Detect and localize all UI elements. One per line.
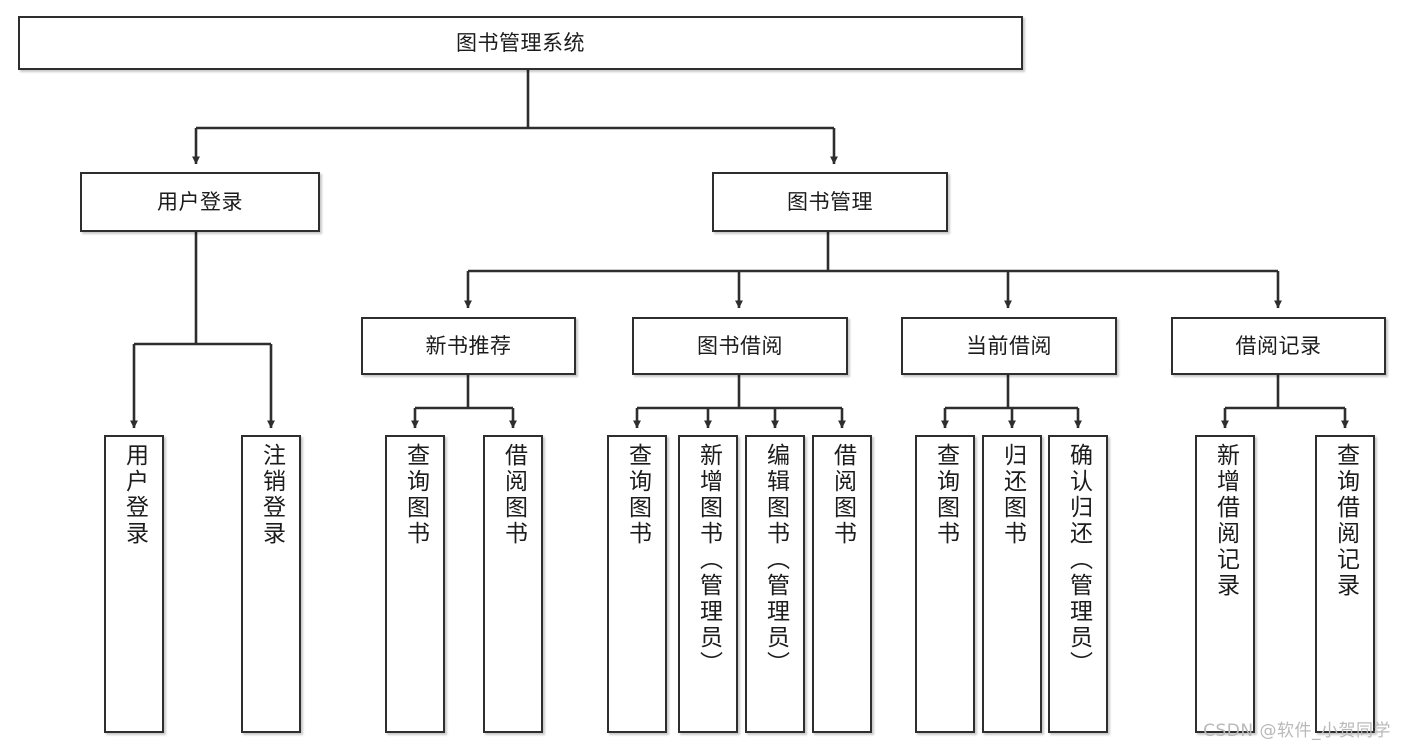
node-user-login[interactable]: 用户登录 xyxy=(80,172,320,232)
node-current-borrow[interactable]: 当前借阅 xyxy=(901,317,1117,375)
node-label: 查询图书 xyxy=(932,443,959,547)
leaf-borrow-book-borrow[interactable]: 借阅图书 xyxy=(812,435,872,733)
leaf-return-book[interactable]: 归还图书 xyxy=(982,435,1042,733)
node-label: 查询借阅记录 xyxy=(1332,443,1359,599)
leaf-add-borrow-record[interactable]: 新增借阅记录 xyxy=(1195,435,1255,733)
node-book-management[interactable]: 图书管理 xyxy=(712,172,948,232)
leaf-query-book-newbook[interactable]: 查询图书 xyxy=(385,435,445,733)
node-label: 新书推荐 xyxy=(425,333,512,358)
node-label: 编辑图书（管理员） xyxy=(762,443,789,677)
leaf-confirm-return-admin[interactable]: 确认归还（管理员） xyxy=(1048,435,1108,733)
leaf-query-borrow-record[interactable]: 查询借阅记录 xyxy=(1315,435,1375,733)
node-root-book-management-system[interactable]: 图书管理系统 xyxy=(18,16,1023,70)
leaf-borrow-book-newbook[interactable]: 借阅图书 xyxy=(483,435,543,733)
node-label: 确认归还（管理员） xyxy=(1065,443,1092,677)
leaf-query-book-current[interactable]: 查询图书 xyxy=(915,435,975,733)
leaf-edit-book-admin[interactable]: 编辑图书（管理员） xyxy=(745,435,805,733)
leaf-user-login[interactable]: 用户登录 xyxy=(104,435,164,733)
node-label: 借阅图书 xyxy=(500,443,527,547)
node-label: 新增图书（管理员） xyxy=(695,443,722,677)
node-new-book-recommend[interactable]: 新书推荐 xyxy=(361,317,576,375)
node-label: 查询图书 xyxy=(402,443,429,547)
node-label: 注销登录 xyxy=(258,443,285,547)
leaf-query-book-borrow[interactable]: 查询图书 xyxy=(607,435,667,733)
node-label: 用户登录 xyxy=(157,189,243,214)
node-label: 图书管理系统 xyxy=(456,30,585,55)
node-label: 借阅图书 xyxy=(829,443,856,547)
node-label: 归还图书 xyxy=(999,443,1026,547)
node-label: 新增借阅记录 xyxy=(1212,443,1239,599)
node-label: 当前借阅 xyxy=(966,333,1052,358)
node-borrow-record[interactable]: 借阅记录 xyxy=(1171,317,1386,375)
csdn-watermark: CSDN @软件_小贺同学 xyxy=(1203,721,1391,741)
leaf-logout[interactable]: 注销登录 xyxy=(241,435,301,733)
node-label: 用户登录 xyxy=(121,443,148,547)
node-label: 借阅记录 xyxy=(1235,333,1322,358)
node-label: 图书借阅 xyxy=(697,333,783,358)
node-book-borrow[interactable]: 图书借阅 xyxy=(632,317,848,375)
leaf-add-book-admin[interactable]: 新增图书（管理员） xyxy=(678,435,738,733)
node-label: 查询图书 xyxy=(624,443,651,547)
node-label: 图书管理 xyxy=(787,189,873,214)
